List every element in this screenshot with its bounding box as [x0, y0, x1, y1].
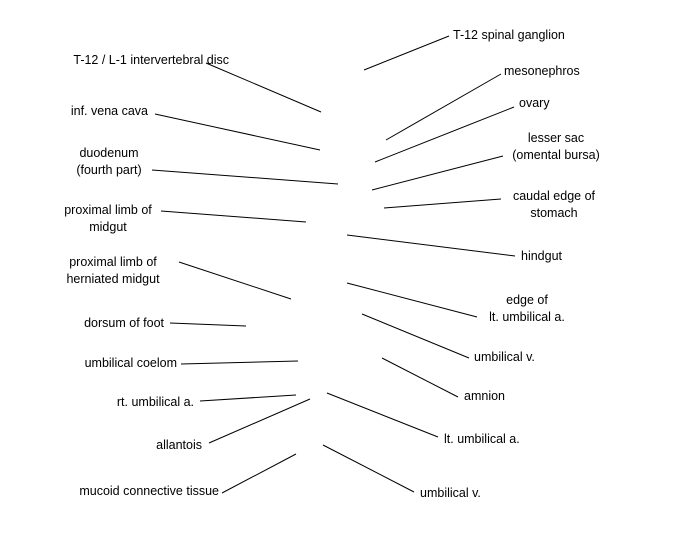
- leader-inf-vena-cava: [154, 113, 321, 151]
- label-rt-umbilical-a: rt. umbilical a.: [116, 395, 194, 409]
- leader-amnion: [381, 357, 459, 398]
- leader-mesonephros: [385, 73, 502, 141]
- label-duodenum: duodenum (fourth part): [76, 146, 142, 177]
- label-proximal-limb-midgut: proximal limb of midgut: [64, 203, 152, 234]
- leader-proximal-limb-herniated: [178, 261, 292, 300]
- label-allantois: allantois: [156, 438, 202, 452]
- leader-duodenum: [151, 169, 339, 185]
- leader-t12-l1-disc: [205, 62, 322, 113]
- label-umbilical-v-lower: umbilical v.: [420, 486, 481, 500]
- label-mesonephros: mesonephros: [504, 64, 580, 78]
- label-edge-lt-umbilical-a: edge of lt. umbilical a.: [489, 293, 565, 324]
- leader-proximal-limb-midgut: [160, 210, 307, 223]
- label-mucoid-connective-tissue: mucoid connective tissue: [79, 484, 219, 498]
- label-hindgut: hindgut: [521, 249, 563, 263]
- leader-mucoid-connective-tissue: [221, 453, 297, 494]
- leader-ovary: [374, 106, 515, 163]
- label-proximal-limb-herniated: proximal limb of herniated midgut: [66, 255, 160, 286]
- label-ovary: ovary: [519, 96, 550, 110]
- leader-umbilical-v-upper: [361, 313, 470, 359]
- label-dorsum-of-foot: dorsum of foot: [84, 316, 164, 330]
- leader-edge-lt-umbilical-a: [346, 282, 478, 318]
- leader-allantois: [208, 398, 311, 444]
- label-caudal-edge-stomach: caudal edge of stomach: [512, 189, 595, 220]
- label-lt-umbilical-a: lt. umbilical a.: [444, 432, 520, 446]
- leader-umbilical-coelom: [180, 360, 299, 365]
- leader-t12-spinal-ganglion: [363, 35, 450, 71]
- label-inf-vena-cava: inf. vena cava: [70, 104, 148, 118]
- leader-lt-umbilical-a: [326, 392, 439, 438]
- leader-umbilical-v-lower: [322, 444, 415, 493]
- label-umbilical-coelom: umbilical coelom: [84, 356, 177, 370]
- leader-hindgut: [346, 234, 516, 257]
- leader-dorsum-of-foot: [169, 322, 247, 327]
- leader-caudal-edge-stomach: [383, 198, 502, 209]
- label-amnion: amnion: [464, 389, 505, 403]
- label-lesser-sac: lesser sac (omental bursa): [512, 131, 600, 162]
- label-t12-l1-disc: T-12 / L-1 intervertebral disc: [73, 53, 229, 67]
- label-t12-spinal-ganglion: T-12 spinal ganglion: [453, 28, 565, 42]
- label-umbilical-v-upper: umbilical v.: [474, 350, 535, 364]
- leader-lesser-sac: [371, 155, 504, 191]
- leader-rt-umbilical-a: [199, 394, 297, 402]
